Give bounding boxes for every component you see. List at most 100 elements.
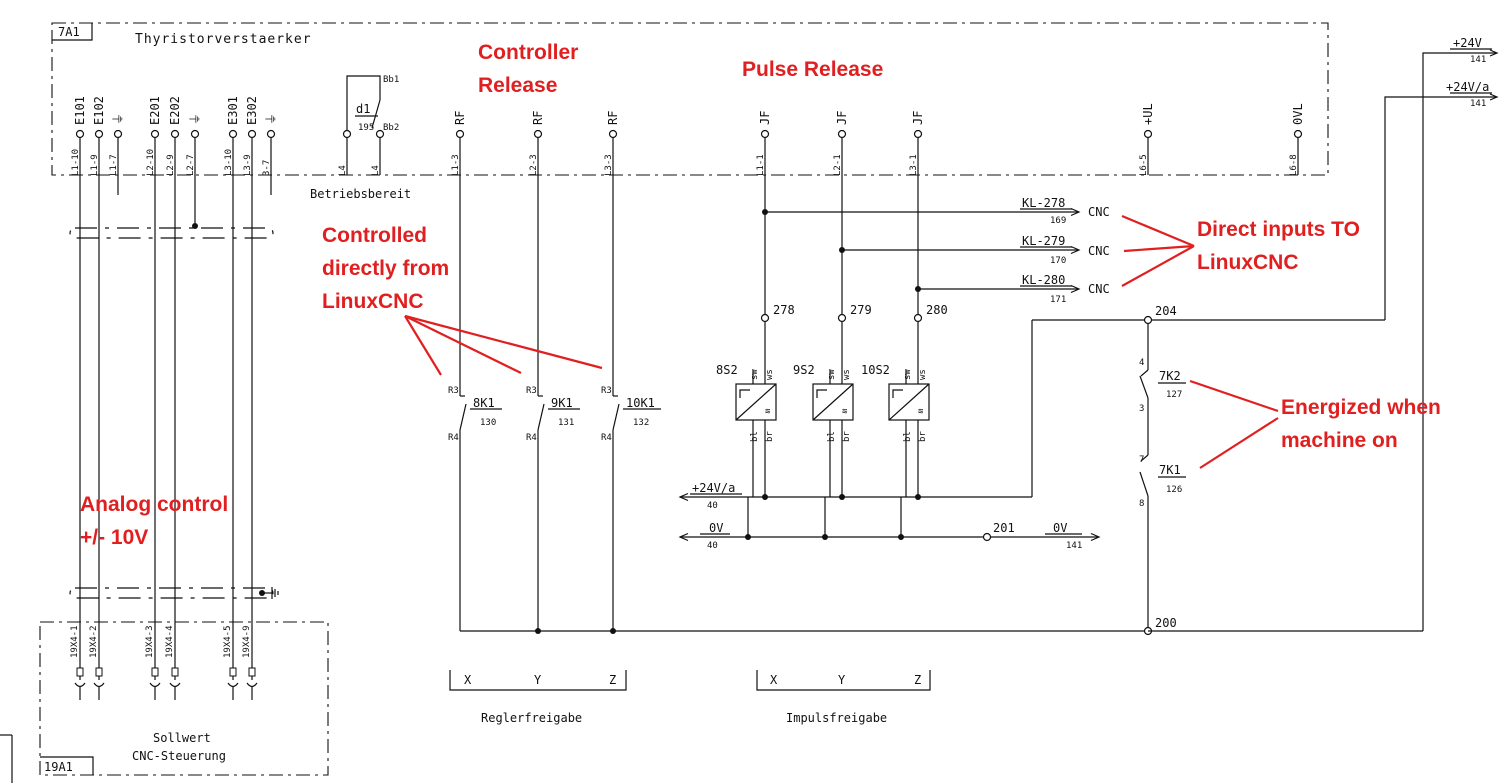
svg-text:L3-3: L3-3 <box>604 154 614 176</box>
svg-text:E101: E101 <box>73 96 87 125</box>
terminal-e202: E202 L2-9 <box>166 96 182 176</box>
svg-text:171: 171 <box>1050 295 1066 305</box>
svg-text:L1-1: L1-1 <box>756 154 766 176</box>
svg-text:E301: E301 <box>226 96 240 125</box>
svg-text:8: 8 <box>1139 499 1144 509</box>
svg-text:E302: E302 <box>245 96 259 125</box>
svg-text:170: 170 <box>1050 256 1066 266</box>
svg-text:L1-7: L1-7 <box>109 154 119 176</box>
svg-text:L1-3: L1-3 <box>451 154 461 176</box>
svg-text:L2-9: L2-9 <box>166 154 176 176</box>
svg-text:10S2: 10S2 <box>861 363 890 377</box>
svg-text:RF: RF <box>531 111 545 125</box>
svg-text:RF: RF <box>453 111 467 125</box>
svg-text:L2-1: L2-1 <box>833 154 843 176</box>
ready-contact: Bb1 Bb2 d1 195 L4 L4 Betriebsbereit <box>310 75 411 201</box>
svg-text:19X4-9: 19X4-9 <box>242 625 252 658</box>
svg-text:9S2: 9S2 <box>793 363 815 377</box>
svg-text:X: X <box>770 673 778 687</box>
frame-id-top: 7A1 <box>58 25 80 39</box>
svg-text:CNC: CNC <box>1088 244 1110 258</box>
sollwert-frame <box>39 621 329 776</box>
analog-terminal-group: E101 L1-10 E102 L1-9 ⏚ L1-7 E201 L2-10 E… <box>71 96 278 176</box>
svg-text:L4: L4 <box>338 165 348 176</box>
annotation-energized: Energized when <box>1281 396 1441 419</box>
svg-text:141: 141 <box>1470 99 1486 109</box>
svg-text:Y: Y <box>838 673 846 687</box>
svg-text:19X4-5: 19X4-5 <box>223 625 233 658</box>
svg-text:195: 195 <box>358 123 374 133</box>
svg-text:⏚: ⏚ <box>264 113 278 125</box>
svg-text:8K1: 8K1 <box>473 396 495 410</box>
rf-terminals: RF L1-3 RF L2-3 RF L3-3 <box>451 111 620 176</box>
switch-8s2: ≋ 8S2 sw ws bl br <box>716 321 777 497</box>
svg-text:L6-5: L6-5 <box>1139 154 1149 176</box>
svg-text:ws: ws <box>842 369 852 380</box>
svg-text:40: 40 <box>707 501 718 511</box>
terminal-e201: E201 L2-10 <box>146 96 162 176</box>
jf-terminals: JF L1-1 JF L2-1 JF L3-1 <box>756 111 925 176</box>
svg-text:CNC: CNC <box>1088 282 1110 296</box>
svg-text:⏚: ⏚ <box>111 113 125 125</box>
svg-text:R3: R3 <box>601 386 612 396</box>
svg-text:ws: ws <box>918 369 928 380</box>
svg-text:br: br <box>918 431 928 442</box>
svg-text:130: 130 <box>480 418 496 428</box>
svg-text:+/- 10V: +/- 10V <box>80 526 148 549</box>
svg-text:LinuxCNC: LinuxCNC <box>322 290 424 313</box>
svg-text:19X4-1: 19X4-1 <box>70 625 80 658</box>
supply-rails: +24V 141 +24V/a 141 <box>1384 36 1499 631</box>
svg-text:169: 169 <box>1050 216 1066 226</box>
svg-text:Release: Release <box>478 74 557 97</box>
svg-text:⏚: ⏚ <box>188 113 202 125</box>
analog-wires <box>69 175 279 680</box>
svg-text:L3-9: L3-9 <box>243 154 253 176</box>
annotation-controller-release: Controller <box>478 41 578 64</box>
svg-text:Bb2: Bb2 <box>383 123 399 133</box>
svg-text:RF: RF <box>606 111 620 125</box>
machine-on-contacts: 204 200 4 3 7K2 127 7 8 7K1 126 <box>1139 304 1423 636</box>
svg-text:7K2: 7K2 <box>1159 369 1181 383</box>
svg-text:Y: Y <box>534 673 542 687</box>
amplifier-frame <box>51 22 1329 176</box>
svg-text:4: 4 <box>1139 358 1144 368</box>
svg-text:d1: d1 <box>356 102 370 116</box>
svg-text:3-7: 3-7 <box>262 160 272 176</box>
terminal-e301: E301 L3-10 <box>224 96 240 176</box>
svg-text:19X4-4: 19X4-4 <box>165 625 175 658</box>
svg-text:7K1: 7K1 <box>1159 463 1181 477</box>
terminal-ground-2: ⏚ L2-7 <box>186 113 202 176</box>
svg-text:279: 279 <box>850 303 872 317</box>
sollwert-pins: 19X4-1 19X4-2 19X4-3 19X4-4 19X4-5 19X4-… <box>70 625 258 700</box>
relay-10k1: R3 R4 10K1 132 <box>601 386 661 443</box>
svg-text:19X4-3: 19X4-3 <box>145 625 155 658</box>
impulsfreigabe-label: Impulsfreigabe <box>786 711 887 725</box>
svg-text:+24V/a: +24V/a <box>1446 80 1489 94</box>
svg-text:L3-1: L3-1 <box>909 154 919 176</box>
terminal-e102: E102 L1-9 <box>90 96 106 176</box>
svg-text:3: 3 <box>1139 404 1144 414</box>
svg-text:9K1: 9K1 <box>551 396 573 410</box>
svg-text:204: 204 <box>1155 304 1177 318</box>
svg-text:R3: R3 <box>526 386 537 396</box>
svg-text:L4: L4 <box>371 165 381 176</box>
svg-text:JF: JF <box>835 111 849 125</box>
svg-text:KL-280: KL-280 <box>1022 273 1065 287</box>
svg-text:R4: R4 <box>601 433 612 443</box>
relay-9k1: R3 R4 9K1 131 <box>526 386 580 443</box>
annotation-analog-control: Analog control <box>80 493 228 516</box>
svg-text:40: 40 <box>707 541 718 551</box>
annotation-direct-inputs: Direct inputs TO <box>1197 218 1360 241</box>
svg-text:L1-9: L1-9 <box>90 154 100 176</box>
terminal-ground-3: ⏚ 3-7 <box>262 113 278 176</box>
svg-text:126: 126 <box>1166 485 1182 495</box>
annotation-controlled-directly: Controlled <box>322 224 427 247</box>
svg-text:JF: JF <box>758 111 772 125</box>
svg-text:JF: JF <box>911 111 925 125</box>
annotations: Controller Release Pulse Release Control… <box>80 41 1441 549</box>
svg-text:200: 200 <box>1155 616 1177 630</box>
svg-text:Bb1: Bb1 <box>383 75 399 85</box>
svg-text:≋: ≋ <box>842 407 848 417</box>
svg-text:280: 280 <box>926 303 948 317</box>
